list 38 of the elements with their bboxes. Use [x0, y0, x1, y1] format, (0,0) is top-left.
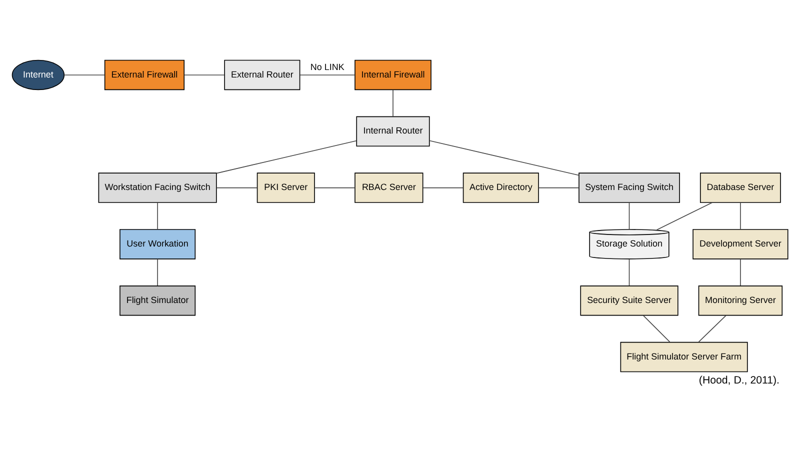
connector	[157, 202, 158, 230]
node-box: External Firewall	[104, 60, 185, 90]
connector	[628, 258, 630, 286]
node-box: Flight Simulator Server Farm	[620, 342, 748, 372]
connector	[184, 74, 225, 76]
connector	[64, 74, 106, 76]
node-box: External Router	[224, 60, 300, 90]
connector	[314, 187, 356, 188]
edge-label: No LINK	[310, 62, 344, 72]
node-box: Flight Simulator	[120, 286, 196, 316]
connector	[628, 202, 630, 230]
connector	[157, 258, 158, 286]
connector	[216, 187, 258, 188]
connector	[428, 140, 580, 176]
node-box: Database Server	[700, 172, 781, 203]
node-box: Workstation Facing Switch	[98, 172, 217, 203]
node-box: Internal Router	[356, 116, 430, 147]
node-box: RBAC Server	[354, 172, 424, 203]
node-box: User Workation	[120, 229, 196, 260]
node-box: Internal Firewall	[354, 60, 432, 90]
connector	[300, 74, 356, 76]
connector	[698, 315, 726, 342]
connector	[656, 202, 712, 230]
node-box: PKI Server	[256, 172, 315, 203]
connector	[216, 140, 357, 174]
connector	[642, 315, 670, 342]
connector	[538, 187, 580, 188]
connector	[422, 187, 464, 188]
node-box: Monitoring Server	[698, 286, 783, 316]
caption: (Hood, D., 2011).	[698, 374, 780, 387]
node-box: System Facing Switch	[578, 172, 680, 203]
connector	[392, 90, 394, 117]
node-box: Active Directory	[462, 172, 539, 203]
node-box: Development Server	[692, 229, 788, 260]
connector	[740, 202, 741, 230]
connector	[740, 258, 741, 286]
node-box: Security Suite Server	[580, 286, 678, 316]
node-ellipse: Internet	[12, 60, 65, 90]
